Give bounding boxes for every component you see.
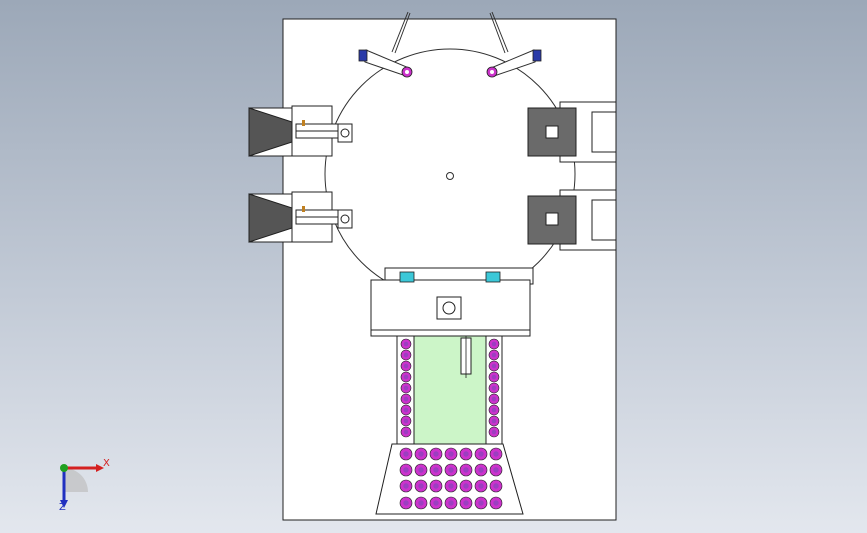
part-marker-core	[448, 483, 454, 489]
part-marker-core	[478, 500, 484, 506]
part-marker-core	[433, 451, 439, 457]
part-marker-core	[403, 363, 409, 369]
triad-z-label: Z	[59, 502, 66, 513]
part-marker-core	[478, 451, 484, 457]
part-marker-core	[403, 500, 409, 506]
part-marker-core	[403, 483, 409, 489]
part-marker-core	[403, 418, 409, 424]
part-marker-core	[491, 374, 497, 380]
chute-parts	[400, 338, 500, 438]
part-marker-core	[491, 429, 497, 435]
right-press-lower[interactable]	[527, 189, 617, 251]
part-marker-core	[433, 483, 439, 489]
part-marker-core	[403, 407, 409, 413]
part-marker-core	[403, 352, 409, 358]
top-left-arm[interactable]	[358, 11, 413, 78]
part-marker-core	[448, 467, 454, 473]
left-feeder-lower[interactable]	[248, 191, 353, 243]
part-marker-core	[491, 418, 497, 424]
part-marker-core	[491, 385, 497, 391]
part-marker-core	[403, 429, 409, 435]
part-marker-core	[403, 396, 409, 402]
part-marker-core	[433, 467, 439, 473]
parts-chute[interactable]	[396, 335, 503, 445]
part-marker-core	[463, 483, 469, 489]
triad-y-axis	[60, 464, 68, 472]
part-marker-core	[418, 500, 424, 506]
part-marker-core	[418, 451, 424, 457]
part-marker-core	[478, 467, 484, 473]
loading-carriage[interactable]	[370, 267, 534, 337]
part-marker-core	[403, 467, 409, 473]
part-marker-core	[403, 385, 409, 391]
part-marker-core	[463, 451, 469, 457]
part-marker-core	[491, 352, 497, 358]
part-marker-core	[403, 374, 409, 380]
right-press-upper[interactable]	[527, 101, 617, 163]
part-marker-core	[418, 483, 424, 489]
part-marker-core	[493, 467, 499, 473]
part-marker-core	[418, 467, 424, 473]
part-marker-core	[493, 451, 499, 457]
part-marker-core	[493, 500, 499, 506]
hopper-parts	[399, 447, 503, 510]
left-feeder-upper[interactable]	[248, 105, 353, 157]
part-marker-core	[463, 467, 469, 473]
parts-hopper[interactable]	[375, 443, 524, 515]
orientation-triad	[60, 464, 104, 508]
part-marker-core	[448, 500, 454, 506]
part-marker-core	[403, 451, 409, 457]
triad-x-label: X	[103, 458, 110, 469]
part-marker-core	[491, 341, 497, 347]
part-marker-core	[478, 483, 484, 489]
part-marker-core	[491, 407, 497, 413]
part-marker-core	[463, 500, 469, 506]
part-marker-core	[493, 483, 499, 489]
top-right-arm[interactable]	[486, 11, 542, 78]
part-marker-core	[491, 396, 497, 402]
part-marker-core	[433, 500, 439, 506]
turntable-center-pin	[446, 172, 454, 180]
part-marker-core	[403, 341, 409, 347]
part-marker-core	[448, 451, 454, 457]
part-marker-core	[491, 363, 497, 369]
